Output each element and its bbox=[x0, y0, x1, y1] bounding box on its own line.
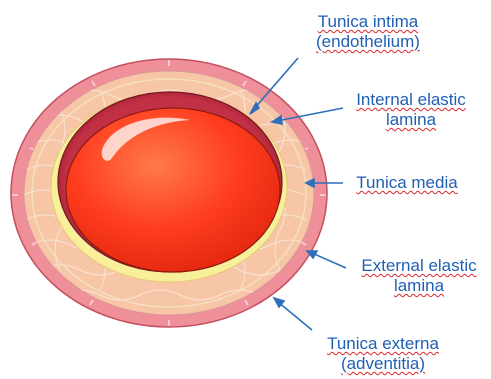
lumen-blood bbox=[66, 108, 280, 272]
label-external-elastic-line1: External elastic bbox=[348, 256, 490, 276]
label-internal-elastic-line2: lamina bbox=[338, 110, 484, 130]
label-external-elastic-line2: lamina bbox=[348, 276, 490, 296]
label-tunica-media-line1: Tunica media bbox=[346, 173, 468, 193]
label-tunica-intima: Tunica intima (endothelium) bbox=[297, 12, 439, 52]
label-tunica-externa-line2: (adventitia) bbox=[312, 354, 454, 374]
label-internal-elastic-lamina: Internal elastic lamina bbox=[338, 90, 484, 130]
label-external-elastic-lamina: External elastic lamina bbox=[348, 256, 490, 296]
arrow-external-elastic bbox=[312, 253, 346, 268]
label-tunica-intima-line2: (endothelium) bbox=[297, 32, 439, 52]
arrow-tunica-externa bbox=[278, 302, 312, 330]
label-tunica-externa-line1: Tunica externa bbox=[312, 334, 454, 354]
label-tunica-intima-line1: Tunica intima bbox=[297, 12, 439, 32]
label-internal-elastic-line1: Internal elastic bbox=[338, 90, 484, 110]
label-tunica-externa: Tunica externa (adventitia) bbox=[312, 334, 454, 374]
label-tunica-media: Tunica media bbox=[346, 173, 468, 193]
